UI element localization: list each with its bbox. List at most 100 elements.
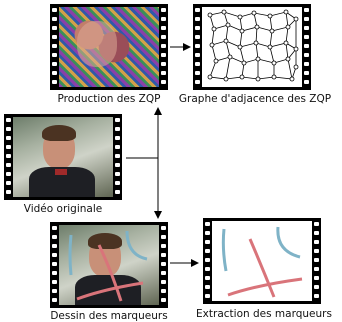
sprocket-hole bbox=[52, 280, 57, 284]
sprocket-hole bbox=[205, 294, 210, 298]
sprocket-hole bbox=[205, 285, 210, 289]
person-hair bbox=[42, 125, 76, 141]
sprocket-hole bbox=[52, 235, 57, 239]
sprocket-hole bbox=[195, 53, 200, 57]
sprocket-hole bbox=[195, 80, 200, 84]
film-strip-right bbox=[159, 4, 168, 90]
sprocket-hole bbox=[161, 80, 166, 84]
sprocket-hole bbox=[52, 17, 57, 21]
sprocket-hole bbox=[161, 26, 166, 30]
sprocket-hole bbox=[304, 80, 309, 84]
marker-blue-right bbox=[125, 230, 148, 261]
adjacency-graph-image bbox=[202, 7, 302, 87]
sprocket-hole bbox=[314, 249, 319, 253]
sprocket-hole bbox=[52, 289, 57, 293]
sprocket-hole bbox=[314, 258, 319, 262]
sprocket-hole bbox=[195, 35, 200, 39]
sprocket-hole bbox=[205, 249, 210, 253]
marker-red-horizontal bbox=[227, 277, 303, 297]
sprocket-hole bbox=[52, 26, 57, 30]
film-strip-right bbox=[159, 222, 168, 308]
sprocket-hole bbox=[161, 226, 166, 230]
sprocket-hole bbox=[115, 118, 120, 122]
sprocket-hole bbox=[115, 163, 120, 167]
sprocket-hole bbox=[304, 71, 309, 75]
marker-extraction-image bbox=[212, 221, 312, 301]
sprocket-hole bbox=[115, 172, 120, 176]
sprocket-hole bbox=[304, 8, 309, 12]
sprocket-hole bbox=[304, 44, 309, 48]
sprocket-hole bbox=[314, 276, 319, 280]
film-strip-left bbox=[50, 4, 59, 90]
film-strip-left bbox=[50, 222, 59, 308]
marker-drawing-image bbox=[59, 225, 159, 305]
sprocket-hole bbox=[205, 222, 210, 226]
sprocket-hole bbox=[6, 145, 11, 149]
sprocket-hole bbox=[161, 298, 166, 302]
sprocket-hole bbox=[161, 262, 166, 266]
sprocket-hole bbox=[161, 62, 166, 66]
frame-zqp-graph bbox=[193, 4, 311, 90]
zqp-face-shape bbox=[77, 21, 117, 67]
marker-red-diagonal bbox=[248, 238, 276, 298]
sprocket-hole bbox=[195, 71, 200, 75]
label-zqp-production: Production des ZQP bbox=[57, 93, 161, 105]
adjacency-graph bbox=[207, 9, 299, 82]
marker-blue-left bbox=[221, 228, 228, 272]
sprocket-hole bbox=[6, 172, 11, 176]
film-strip-right bbox=[302, 4, 311, 90]
person-bowtie bbox=[55, 169, 67, 175]
film-strip-right bbox=[113, 114, 122, 200]
zqp-segmentation-image bbox=[59, 7, 159, 87]
label-marker-drawing: Dessin des marqueurs bbox=[50, 310, 168, 322]
sprocket-hole bbox=[161, 53, 166, 57]
sprocket-hole bbox=[161, 244, 166, 248]
frame-zqp-production bbox=[50, 4, 168, 90]
marker-blue-right bbox=[276, 226, 301, 259]
sprocket-hole bbox=[115, 127, 120, 131]
frame-original-video bbox=[4, 114, 122, 200]
sprocket-hole bbox=[205, 231, 210, 235]
sprocket-hole bbox=[304, 17, 309, 21]
sprocket-hole bbox=[195, 44, 200, 48]
sprocket-hole bbox=[161, 71, 166, 75]
sprocket-hole bbox=[195, 17, 200, 21]
sprocket-hole bbox=[195, 26, 200, 30]
sprocket-hole bbox=[304, 26, 309, 30]
sprocket-hole bbox=[115, 190, 120, 194]
sprocket-hole bbox=[6, 190, 11, 194]
sprocket-hole bbox=[52, 271, 57, 275]
film-strip-left bbox=[4, 114, 13, 200]
person-hair bbox=[88, 233, 122, 249]
frame-marker-extraction bbox=[203, 218, 321, 304]
sprocket-hole bbox=[6, 154, 11, 158]
sprocket-hole bbox=[6, 163, 11, 167]
marker-blue-left bbox=[68, 234, 73, 276]
marker-red-horizontal bbox=[76, 281, 144, 301]
sprocket-hole bbox=[314, 294, 319, 298]
sprocket-hole bbox=[52, 8, 57, 12]
sprocket-hole bbox=[314, 240, 319, 244]
sprocket-hole bbox=[161, 44, 166, 48]
sprocket-hole bbox=[161, 280, 166, 284]
sprocket-hole bbox=[205, 276, 210, 280]
sprocket-hole bbox=[304, 62, 309, 66]
sprocket-hole bbox=[161, 289, 166, 293]
sprocket-hole bbox=[52, 253, 57, 257]
sprocket-hole bbox=[161, 253, 166, 257]
marker-red-diagonal bbox=[97, 244, 123, 302]
label-original-video: Vidéo originale bbox=[23, 203, 103, 215]
marker-strokes bbox=[68, 230, 148, 302]
film-strip-left bbox=[193, 4, 202, 90]
sprocket-hole bbox=[205, 267, 210, 271]
film-strip-left bbox=[203, 218, 212, 304]
frame-marker-drawing bbox=[50, 222, 168, 308]
sprocket-hole bbox=[304, 53, 309, 57]
sprocket-hole bbox=[195, 8, 200, 12]
sprocket-hole bbox=[52, 62, 57, 66]
sprocket-hole bbox=[52, 53, 57, 57]
sprocket-hole bbox=[6, 181, 11, 185]
sprocket-hole bbox=[314, 267, 319, 271]
sprocket-hole bbox=[205, 258, 210, 262]
